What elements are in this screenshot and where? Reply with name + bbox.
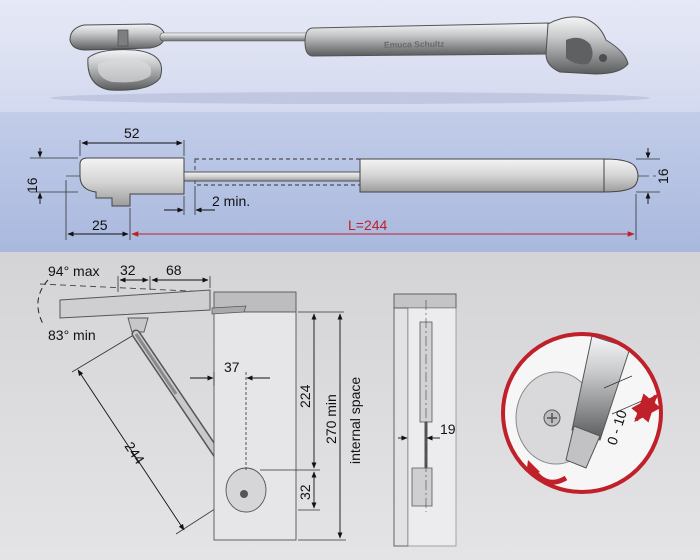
angle-max-label: 94° max [48,263,100,279]
dim-total-length: L=244 [348,217,388,233]
side-view-drawing: 52 16 16 2 min. 25 L=244 [24,125,671,240]
dim-bottom: 32 [297,484,313,500]
product-photo: Emuca Schultz [50,16,650,104]
dim-top-b: 68 [166,262,182,278]
dim-top-a: 32 [120,262,136,278]
dim-height-left: 16 [24,177,40,193]
angle-min-label: 83° min [48,327,96,343]
dim-body-length: 52 [124,125,140,141]
brand-engraving: Emuca Schultz [384,39,445,50]
dim-height-right: 16 [655,168,671,184]
dim-horizontal: 37 [224,359,240,375]
installation-view: 94° max 83° min 32 68 244 37 [37,262,457,547]
internal-space-label: internal space [347,377,363,464]
dim-vertical-mount: 224 [297,384,313,408]
dim-side-offset: 19 [440,421,456,437]
dim-offset: 25 [92,217,108,233]
adjustment-detail: 0 - 10 [501,332,663,494]
dim-stroke-min: 2 min. [212,193,250,209]
dim-min-space: 270 min [323,394,339,444]
